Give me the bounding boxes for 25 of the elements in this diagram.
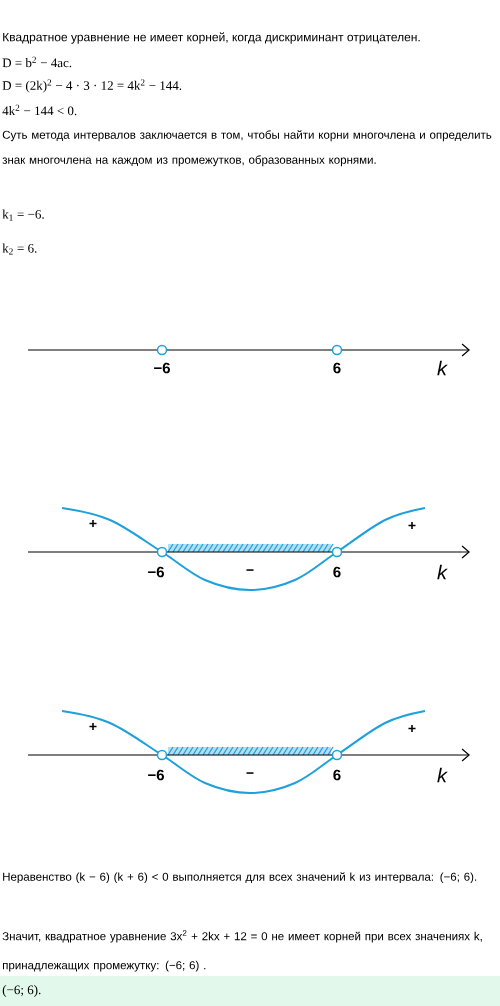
tick-label: 6 [333, 769, 341, 781]
tick-label: 6 [333, 566, 341, 578]
sign-label: + [89, 722, 97, 730]
tick-label: −6 [148, 566, 164, 578]
sign-label: + [89, 519, 97, 527]
text-paragraph: Суть метода интервалов заключается в том, чтобы найти корни многочлена и определить знак многочлена на каждом из промежутков, образованных корнями. [2, 130, 492, 167]
text-line: Квадратное уравнение не имеет корней, когда дискриминант отрицателен. [3, 32, 420, 44]
tick-label: −6 [148, 769, 164, 781]
axis-label: k [437, 360, 448, 376]
sign-label: − [246, 569, 254, 571]
answer-band: (−6; 6). [0, 976, 500, 1006]
sign-label: − [246, 772, 254, 774]
tick-label: 6 [333, 362, 341, 374]
axis-label: k [437, 767, 448, 783]
formula-line: 4k$^{2}$ − 144 < 0. [2, 104, 77, 116]
axis-label: k [437, 564, 448, 580]
formula-line: k$_{2}$ = 6. [2, 243, 37, 255]
formula-line: D = b$^{2}$ − 4ac. [2, 56, 72, 68]
formula-line: k$_{1}$ = −6. [2, 209, 44, 221]
tick-label: −6 [154, 362, 170, 374]
text-paragraph: Неравенство (k − 6) (k + 6) < 0 выполняется для всех значений k из интервала: (−6; 6). [3, 872, 477, 884]
sign-label: + [408, 521, 416, 529]
formula-line: D = (2k)$^{2}$ − 4 · 3 · 12 = 4k$^{2}$ − 144. [2, 79, 182, 93]
text-paragraph: Значит, квадратное уравнение 3x$^{2}$ + 2kx + 12 = 0 не имеет корней при всех значениях k, принадлежащих промежутку: (−6; 6) . [2, 930, 482, 972]
sign-label: + [408, 724, 416, 732]
